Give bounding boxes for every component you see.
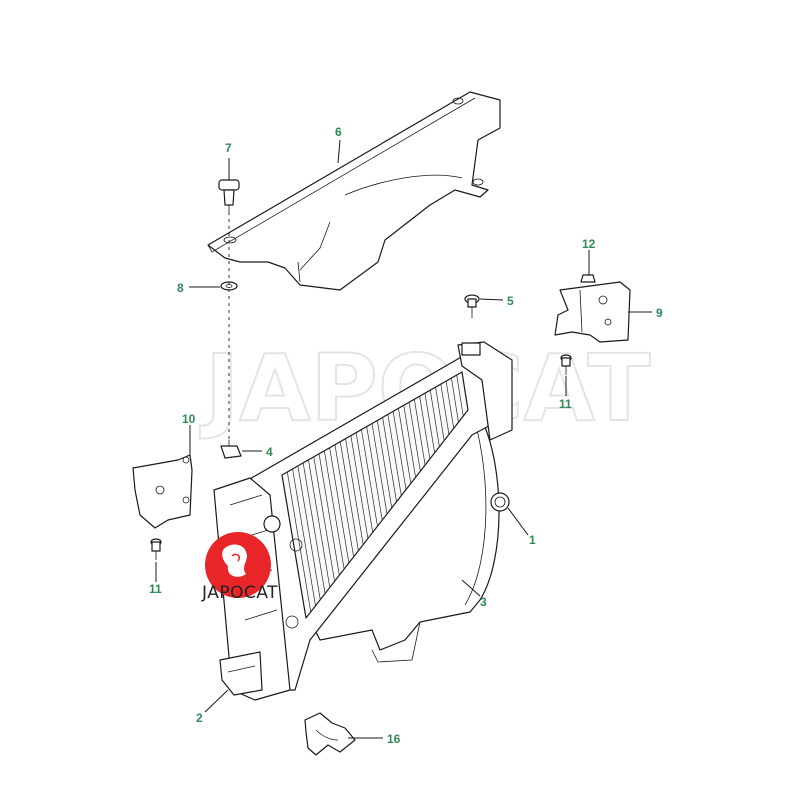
japocat-logo: JAPOCAT [201, 532, 278, 603]
radiator-fin-line [392, 411, 407, 490]
radiator-fin-line [435, 387, 445, 441]
radiator-fin-line [403, 405, 416, 478]
radiator-fin-line [318, 453, 340, 576]
leader-lines [155, 139, 652, 739]
radiator-fin-line [419, 396, 431, 459]
stud-part-11-right[interactable] [560, 354, 572, 375]
radiator-fin-line [366, 426, 383, 521]
radiator-fin-line [324, 450, 345, 570]
radiator-fin-line [297, 465, 321, 600]
bracket-part-10[interactable] [132, 454, 193, 529]
radiator-fin-line [376, 420, 393, 508]
bolt-part-5[interactable] [464, 294, 480, 318]
callout-10: 10 [182, 412, 196, 426]
radiator-fin-line [339, 441, 359, 551]
radiator-fin-line [440, 384, 450, 435]
clip-part-4[interactable] [220, 440, 242, 459]
radiator-fin-line [408, 402, 421, 472]
callout-1: 1 [529, 533, 536, 547]
callout-8: 8 [177, 281, 184, 295]
radiator-fin-line [345, 438, 364, 545]
callout-3: 3 [480, 595, 487, 609]
radiator-fin-line [451, 378, 459, 423]
callout-2: 2 [196, 711, 203, 725]
callout-11-left: 11 [149, 582, 162, 596]
callout-16: 16 [387, 732, 401, 746]
radiator-fin-line [350, 435, 369, 539]
radiator-fin-line [445, 381, 455, 429]
bracket-part-9[interactable] [554, 281, 631, 343]
callout-6: 6 [335, 125, 342, 139]
push-clip-part-7[interactable] [218, 179, 240, 212]
radiator-fin-line [361, 429, 378, 527]
nut-part-12[interactable] [580, 274, 596, 283]
insulator-part-16[interactable] [304, 712, 356, 756]
radiator-part-2[interactable] [213, 341, 513, 701]
callout-12: 12 [582, 237, 596, 251]
radiator-fin-line [308, 459, 331, 588]
radiator-fin-line [387, 414, 402, 496]
callout-5: 5 [507, 294, 514, 308]
callout-9: 9 [656, 306, 663, 320]
upper-cover-part-6[interactable] [207, 91, 501, 291]
callout-7: 7 [225, 141, 232, 155]
radiator-fin-line [313, 456, 335, 582]
logo-text: JAPOCAT [201, 583, 278, 603]
radiator-fin-line [292, 468, 316, 606]
radiator-fin-line [398, 408, 412, 484]
radiator-fin-line [334, 444, 354, 557]
radiator-fin-line [355, 432, 374, 533]
radiator-fin-line [424, 393, 435, 453]
callout-11-right: 11 [559, 397, 572, 411]
radiator-fin-line [329, 447, 350, 563]
radiator-fin-line [286, 471, 312, 612]
radiator-fin-line [382, 417, 397, 502]
radiator-fin-line [456, 374, 464, 417]
callout-labels: 7 6 8 5 4 9 12 11 10 11 1 3 2 16 [149, 125, 663, 746]
radiator-fin-line [429, 390, 440, 447]
radiator-fin-line [414, 399, 426, 466]
radiator-fins [286, 374, 464, 612]
stud-part-11-left[interactable] [150, 538, 162, 560]
radiator-fin-line [371, 423, 388, 515]
radiator-fin-line [302, 462, 326, 594]
callout-4: 4 [266, 445, 273, 459]
